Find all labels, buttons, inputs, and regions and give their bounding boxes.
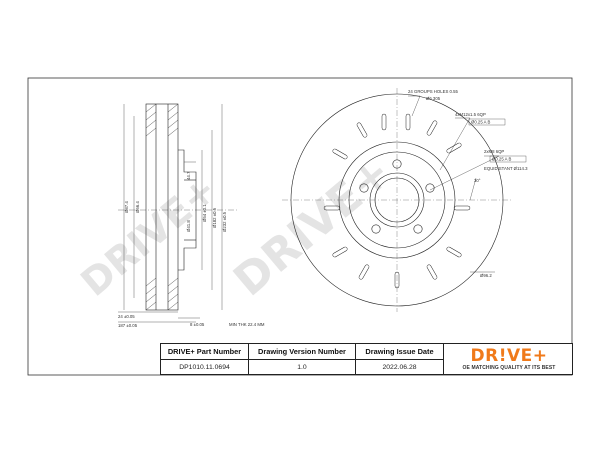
anno-vent-dia: Ø6.305 [426, 96, 441, 101]
dim-diameter-4: Ø182 ±0.5 [212, 207, 217, 228]
anno-angle: 30° [474, 178, 481, 183]
dim-hat-depth: 44.7 [186, 171, 191, 180]
front-view-annotations: 24 GROUPS HOLES 0.55 Ø6.305 4xM12x1.5 6Q… [408, 89, 528, 278]
version-value: 1.0 [249, 360, 356, 375]
watermark-center: DRIVE+ [224, 147, 401, 307]
drawing-frame [27, 77, 573, 376]
dim-offset: 8 ±0.05 [190, 322, 205, 327]
anno-pcd: EQUIDISTANT Ø114.3 [484, 166, 528, 171]
part-number-label: DRIVE+ Part Number [161, 344, 249, 360]
anno-bolt-thread: 4xM12x1.5 6QP [455, 112, 486, 117]
version-label: Drawing Version Number [249, 344, 356, 360]
dim-min-thickness: MIN THK 22.4 MM [229, 322, 265, 327]
title-block: DRIVE+ Part Number Drawing Version Numbe… [160, 343, 573, 375]
issue-date-value: 2022.06.28 [356, 360, 444, 375]
dim-thickness: 24 ±0.05 [118, 314, 135, 319]
dim-diameter-5: Ø232 ±0.5 [222, 211, 227, 232]
side-view [118, 103, 238, 323]
dim-diameter-3: Ø54 ±0.1 [202, 204, 207, 222]
anno-screw-thread: 2xM8 6QP [484, 149, 504, 154]
front-view [282, 88, 512, 312]
anno-bolt-tolerance: Ø0.25 A B [471, 120, 490, 125]
brand-logo: DR!VE+ OE MATCHING QUALITY AT ITS BEST [444, 344, 574, 375]
side-view-dimensions: 24 ±0.05 Ø87.4 Ø56.4 Ø54 ±0.1 Ø182 ±0.5 … [118, 171, 265, 328]
logo-wordmark: DR!VE+ [470, 345, 548, 366]
dim-bore: Ø41.8 [186, 220, 191, 232]
issue-date-label: Drawing Issue Date [356, 344, 444, 360]
anno-screw-tolerance: Ø0.25 A B [492, 157, 511, 162]
dim-diameter-1: Ø87.4 [124, 201, 129, 213]
dim-diameter-2: Ø56.4 [135, 201, 140, 213]
part-number-value: DP1010.11.0694 [161, 360, 249, 375]
anno-vent-holes: 24 GROUPS HOLES 0.55 [408, 89, 459, 94]
anno-inner-dia: Ø96.2 [480, 273, 492, 278]
logo-tagline: OE MATCHING QUALITY AT ITS BEST [462, 364, 556, 371]
dim-overall-height: 187 ±0.05 [118, 323, 138, 328]
